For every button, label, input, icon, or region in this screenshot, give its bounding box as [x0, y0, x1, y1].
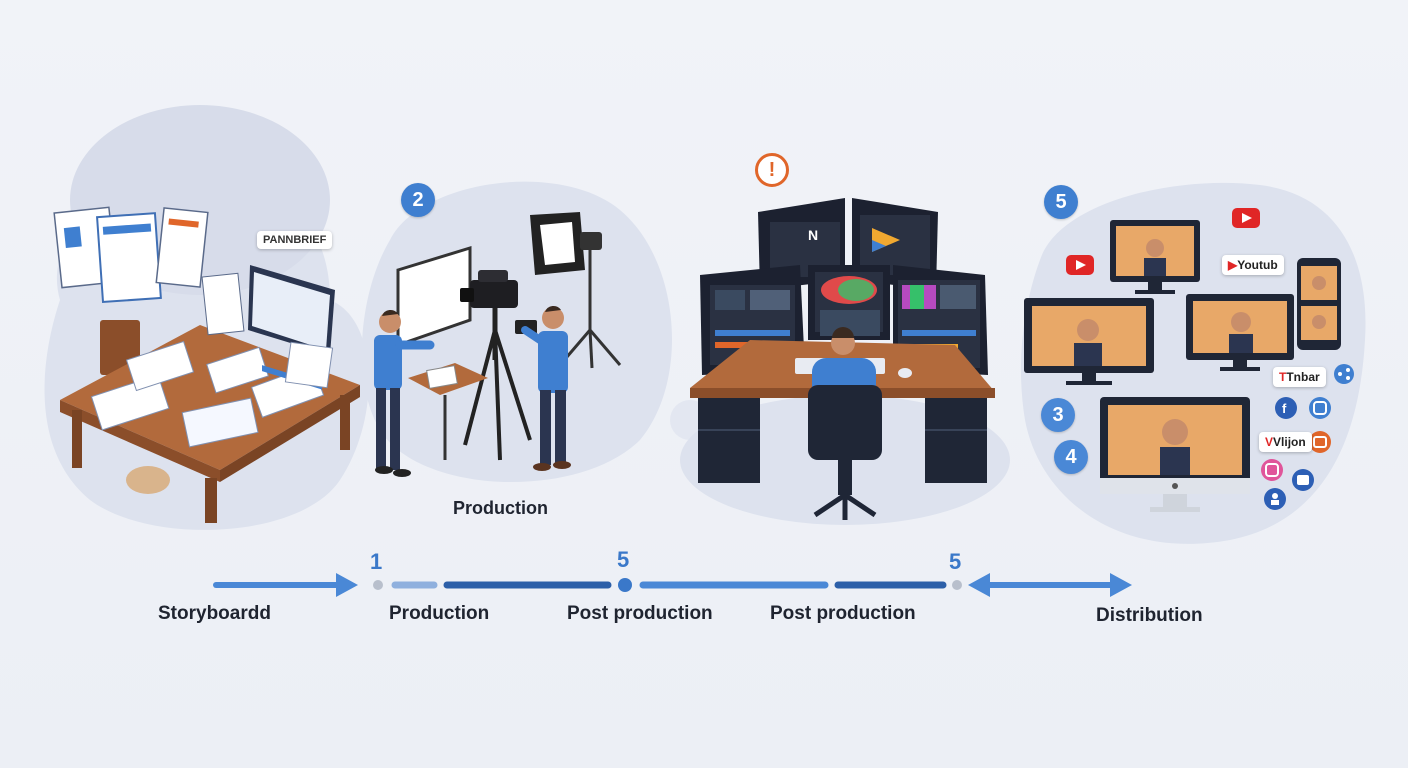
timeline [213, 573, 1132, 597]
platform-name: Tnbar [1286, 370, 1320, 384]
step-badge-distribution-low: 4 [1054, 440, 1088, 474]
timeline-marker-1: 1 [370, 549, 383, 574]
youtube-icon [1232, 208, 1260, 228]
desktop-computer [1100, 397, 1250, 512]
step-badge-production: 2 [401, 183, 435, 217]
timeline-marker-3: 5 [949, 549, 962, 574]
office-chair [808, 385, 882, 460]
post-production-scene: N [690, 198, 995, 520]
editor [808, 327, 882, 520]
timeline-label-post-production-2: Post production [770, 603, 916, 624]
step-badge-distribution-mid: 3 [1041, 398, 1075, 432]
timeline-label-production: Production [389, 603, 490, 624]
profile-icon [1264, 488, 1286, 510]
timeline-dot [952, 580, 962, 590]
smartphone [1297, 258, 1341, 350]
bag [126, 466, 170, 494]
pinned-document [53, 206, 209, 304]
instagram-icon [1261, 459, 1283, 481]
distribution-monitor [1024, 298, 1154, 385]
arrow-right-icon [1110, 573, 1132, 597]
timeline-dot [618, 578, 632, 592]
timeline-dot [373, 580, 383, 590]
platform-tag-vlijon: VVlijon [1259, 432, 1312, 452]
production-scene [374, 212, 622, 477]
monitor-logo: N [808, 227, 818, 243]
platform-name: Youtub [1237, 258, 1278, 272]
facebook-icon: f [1275, 397, 1297, 419]
video-camera [460, 270, 532, 461]
youtube-icon [1066, 255, 1094, 275]
storyboard-sign: PANNBRIEF [257, 231, 333, 249]
crew-member [374, 309, 435, 477]
svg-text:f: f [1282, 401, 1287, 416]
timeline-marker-2: 5 [617, 547, 630, 572]
distribution-monitor [1186, 294, 1294, 371]
arrow-right-icon [336, 573, 358, 597]
timeline-label-distribution: Distribution [1096, 605, 1203, 626]
warning-icon: ! [755, 153, 789, 187]
storyboard-scene [53, 206, 360, 523]
arrow-left-icon [968, 573, 990, 597]
camera-icon [1309, 431, 1331, 453]
platform-tag-tinbar: TTnbar [1273, 367, 1326, 387]
platform-tag-youtube: ▶Youtub [1222, 255, 1284, 275]
platform-name: Vlijon [1273, 435, 1306, 449]
instagram-icon [1309, 397, 1331, 419]
distribution-scene: f [1024, 208, 1354, 512]
crew-member [515, 305, 571, 471]
production-caption: Production [453, 498, 548, 518]
timeline-label-storyboard: Storyboardd [158, 603, 271, 624]
timeline-label-post-production-1: Post production [567, 603, 713, 624]
platform-prefix: T [1279, 370, 1287, 384]
share-icon [1334, 364, 1354, 384]
distribution-monitor [1110, 220, 1200, 294]
platform-prefix: V [1265, 435, 1274, 449]
step-badge-distribution-top: 5 [1044, 185, 1078, 219]
platform-prefix: ▶ [1228, 258, 1238, 272]
video-icon [1292, 469, 1314, 491]
